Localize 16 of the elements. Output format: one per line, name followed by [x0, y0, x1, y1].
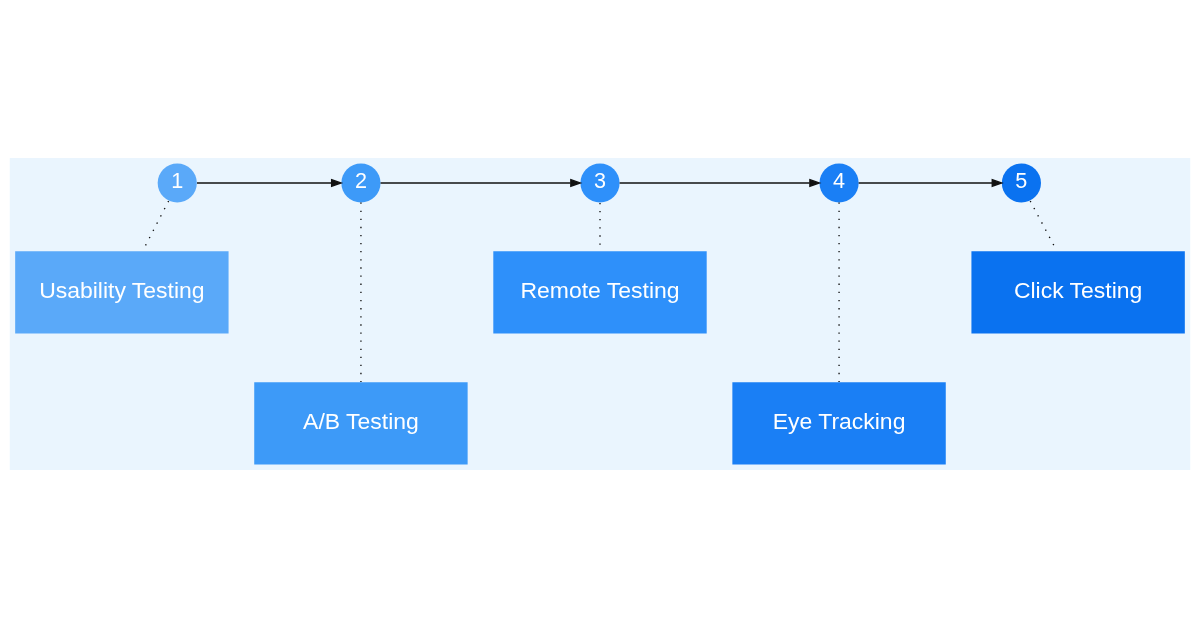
arrow — [618, 178, 822, 188]
arrow — [379, 178, 583, 188]
node-box: Usability Testing — [15, 251, 229, 334]
node-circle: 1 — [157, 163, 197, 203]
node-box: Click Testing — [971, 251, 1185, 334]
arrow — [857, 178, 1004, 188]
node-circle: 3 — [580, 163, 620, 203]
node-circle: 5 — [1001, 163, 1041, 203]
connector — [360, 201, 362, 383]
node-box: Eye Tracking — [732, 382, 946, 465]
connector — [838, 201, 840, 383]
arrow — [196, 178, 344, 188]
node-circle: 2 — [341, 163, 381, 203]
node-circle: 4 — [819, 163, 859, 203]
node-box: A/B Testing — [254, 382, 468, 465]
node-box: Remote Testing — [493, 251, 707, 334]
